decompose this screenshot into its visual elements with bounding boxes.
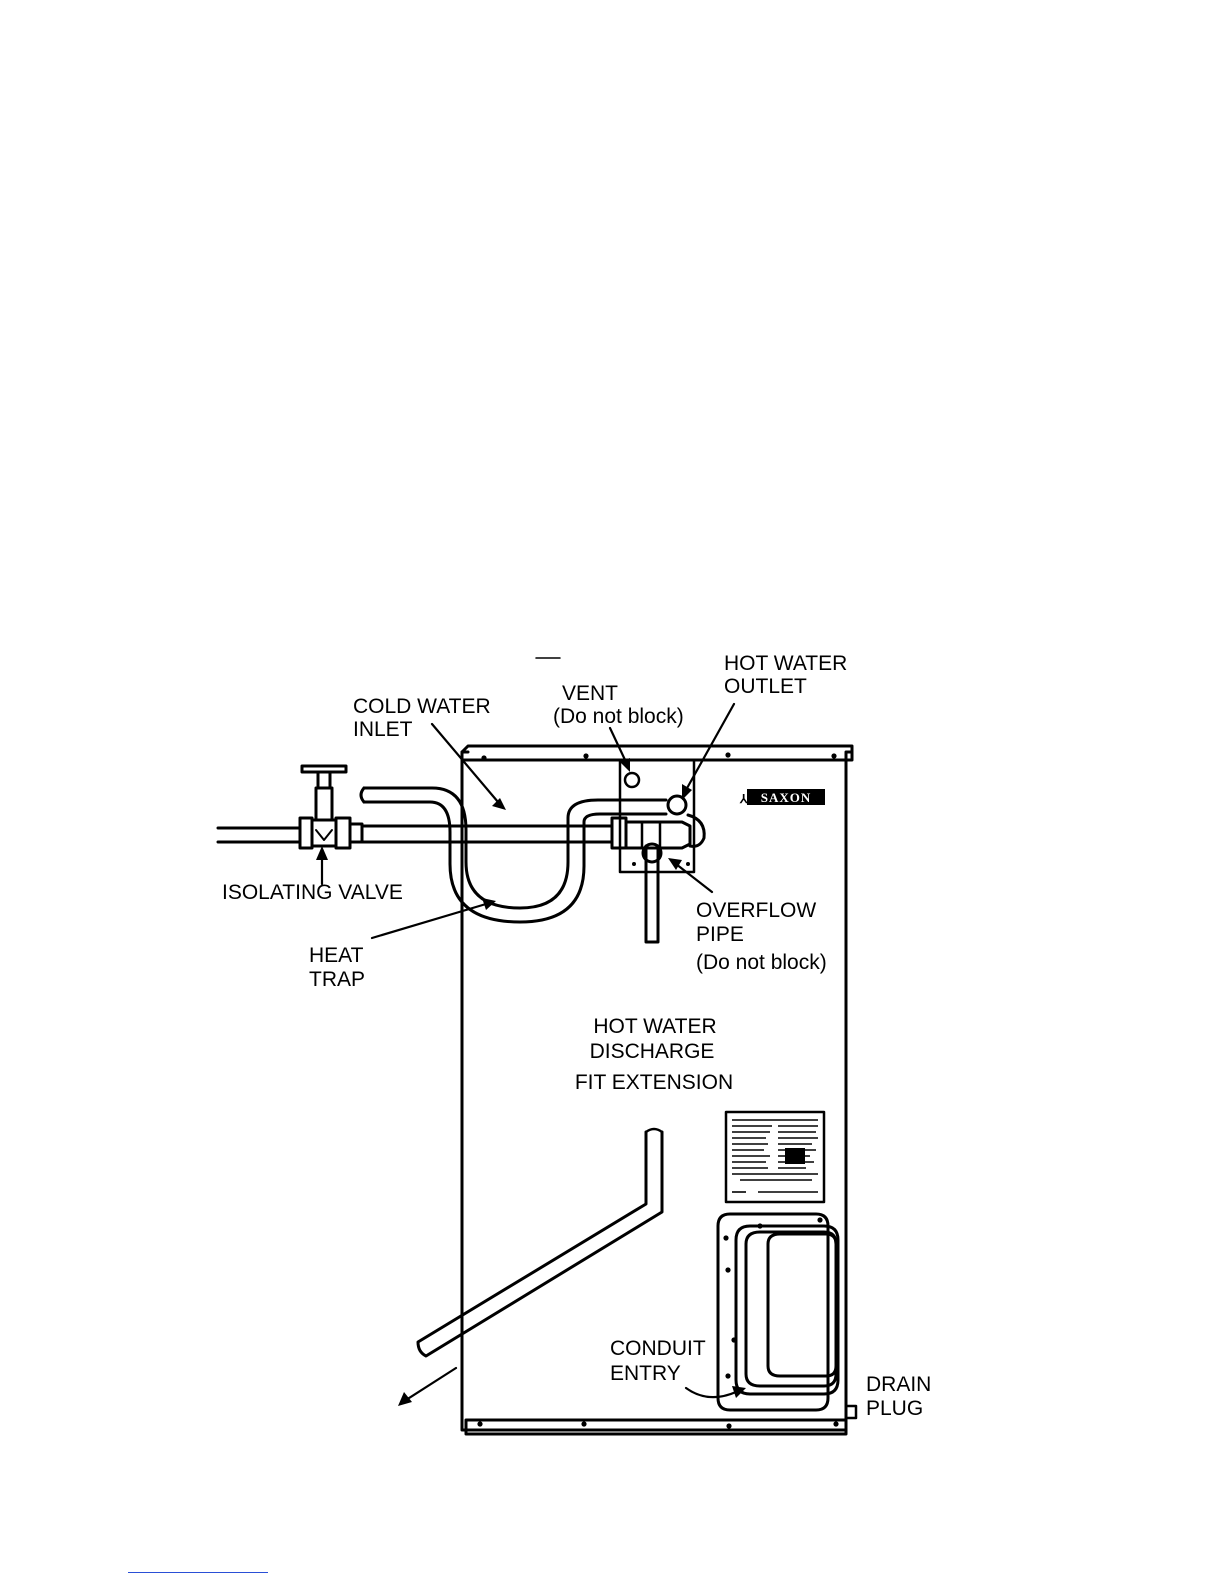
label-drain-plug-line2: PLUG	[866, 1397, 923, 1420]
conduit-entry-cover	[718, 1214, 838, 1410]
vent-hole	[625, 773, 639, 787]
label-heat-trap-line1: HEAT	[309, 944, 364, 967]
label-cold-water-inlet-line2: INLET	[353, 718, 413, 741]
discharge-extension-pipe	[418, 1129, 662, 1356]
label-conduit-entry-line1: CONDUIT	[610, 1337, 706, 1360]
label-overflow-pipe-line1: OVERFLOW	[696, 899, 816, 922]
label-drain-plug-line1: DRAIN	[866, 1373, 931, 1396]
label-hot-water-outlet-line1: HOT WATER	[724, 652, 847, 675]
rating-label	[726, 1112, 824, 1202]
label-hot-water-outlet-line2: OUTLET	[724, 675, 807, 698]
isolating-valve	[300, 766, 362, 848]
label-heat-trap-line2: TRAP	[309, 968, 365, 991]
label-hot-water-discharge-line3: FIT EXTENSION	[575, 1071, 733, 1094]
brand-name: SAXON	[761, 790, 812, 805]
overflow-pipe	[643, 844, 661, 942]
label-cold-water-inlet-line1: COLD WATER	[353, 695, 491, 718]
label-overflow-pipe-line3: (Do not block)	[696, 951, 827, 974]
brand-logo: ⅄⚬ SAXON	[739, 789, 825, 806]
label-isolating-valve: ISOLATING VALVE	[222, 881, 403, 904]
label-overflow-pipe-line2: PIPE	[696, 923, 744, 946]
label-conduit-entry-line2: ENTRY	[610, 1362, 681, 1385]
label-vent-line2: (Do not block)	[553, 705, 684, 728]
label-hot-water-discharge-line2: DISCHARGE	[590, 1040, 715, 1063]
label-vent-line1: VENT	[562, 682, 618, 705]
footnote-rule	[128, 1572, 268, 1573]
label-hot-water-discharge-line1: HOT WATER	[593, 1015, 716, 1038]
